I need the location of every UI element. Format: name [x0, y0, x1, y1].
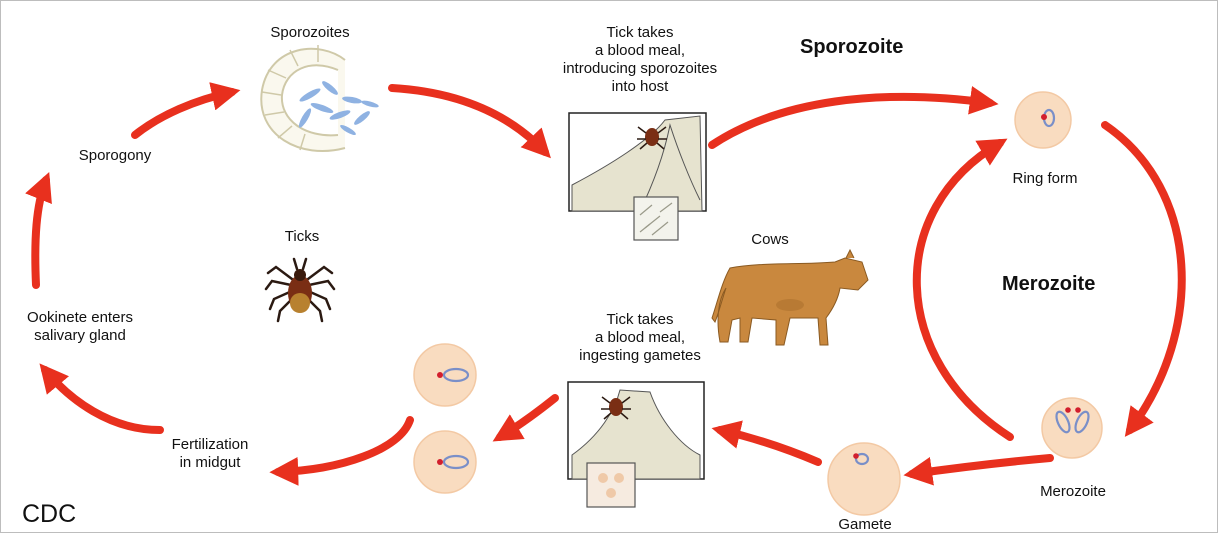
merozoite-cell-icon: [1042, 398, 1102, 458]
heading-sporozoite: Sporozoite: [800, 36, 903, 59]
credit-cdc: CDC: [22, 500, 76, 529]
label-sporozoites: Sporozoites: [250, 24, 370, 42]
arrow-tick-meal-to-gamete-cell-top: [500, 398, 555, 437]
label-merozoite-stage: Merozoite: [1018, 483, 1128, 501]
label-ticks: Ticks: [262, 228, 342, 246]
label-tick-meal-top: Tick takes a blood meal, introducing spo…: [530, 24, 750, 96]
arrow-ring-to-merozoite-right: [1105, 125, 1182, 430]
arrow-merozoite-to-gamete: [912, 458, 1050, 474]
gamete-cell-icon: [828, 443, 900, 515]
label-gamete: Gamete: [815, 516, 915, 534]
blood-meal-panel-bottom-icon: [568, 382, 704, 507]
arrow-sporogony-to-sporozoites: [135, 92, 232, 135]
label-tick-meal-bottom: Tick takes a blood meal, ingesting gamet…: [530, 311, 750, 365]
label-cows: Cows: [730, 231, 810, 249]
ring-form-cell-icon: [1015, 92, 1071, 148]
tick-gut-gamete-cell-top-icon: [414, 344, 476, 406]
tick-gut-gamete-cell-bottom-icon: [414, 431, 476, 493]
blood-meal-panel-top-icon: [569, 113, 706, 240]
label-fertilization: Fertilization in midgut: [150, 436, 270, 472]
sporocyst-icon: [261, 45, 379, 151]
label-ookinete: Ookinete enters salivary gland: [10, 309, 150, 345]
arrow-sporozoites-to-tick-meal: [392, 88, 545, 152]
label-sporogony: Sporogony: [60, 147, 170, 165]
arrow-gamete-to-tick-meal: [720, 430, 818, 462]
label-ring-form: Ring form: [995, 170, 1095, 188]
arrow-fertilization-to-ookinete: [45, 370, 160, 430]
arrow-tick-meal-to-ring-form: [712, 97, 990, 145]
arrow-ookinete-to-sporogony: [35, 180, 46, 285]
heading-merozoite: Merozoite: [1002, 273, 1095, 296]
arrow-gamete-cell-to-fertilization: [278, 420, 410, 472]
tick-icon: [266, 259, 334, 321]
